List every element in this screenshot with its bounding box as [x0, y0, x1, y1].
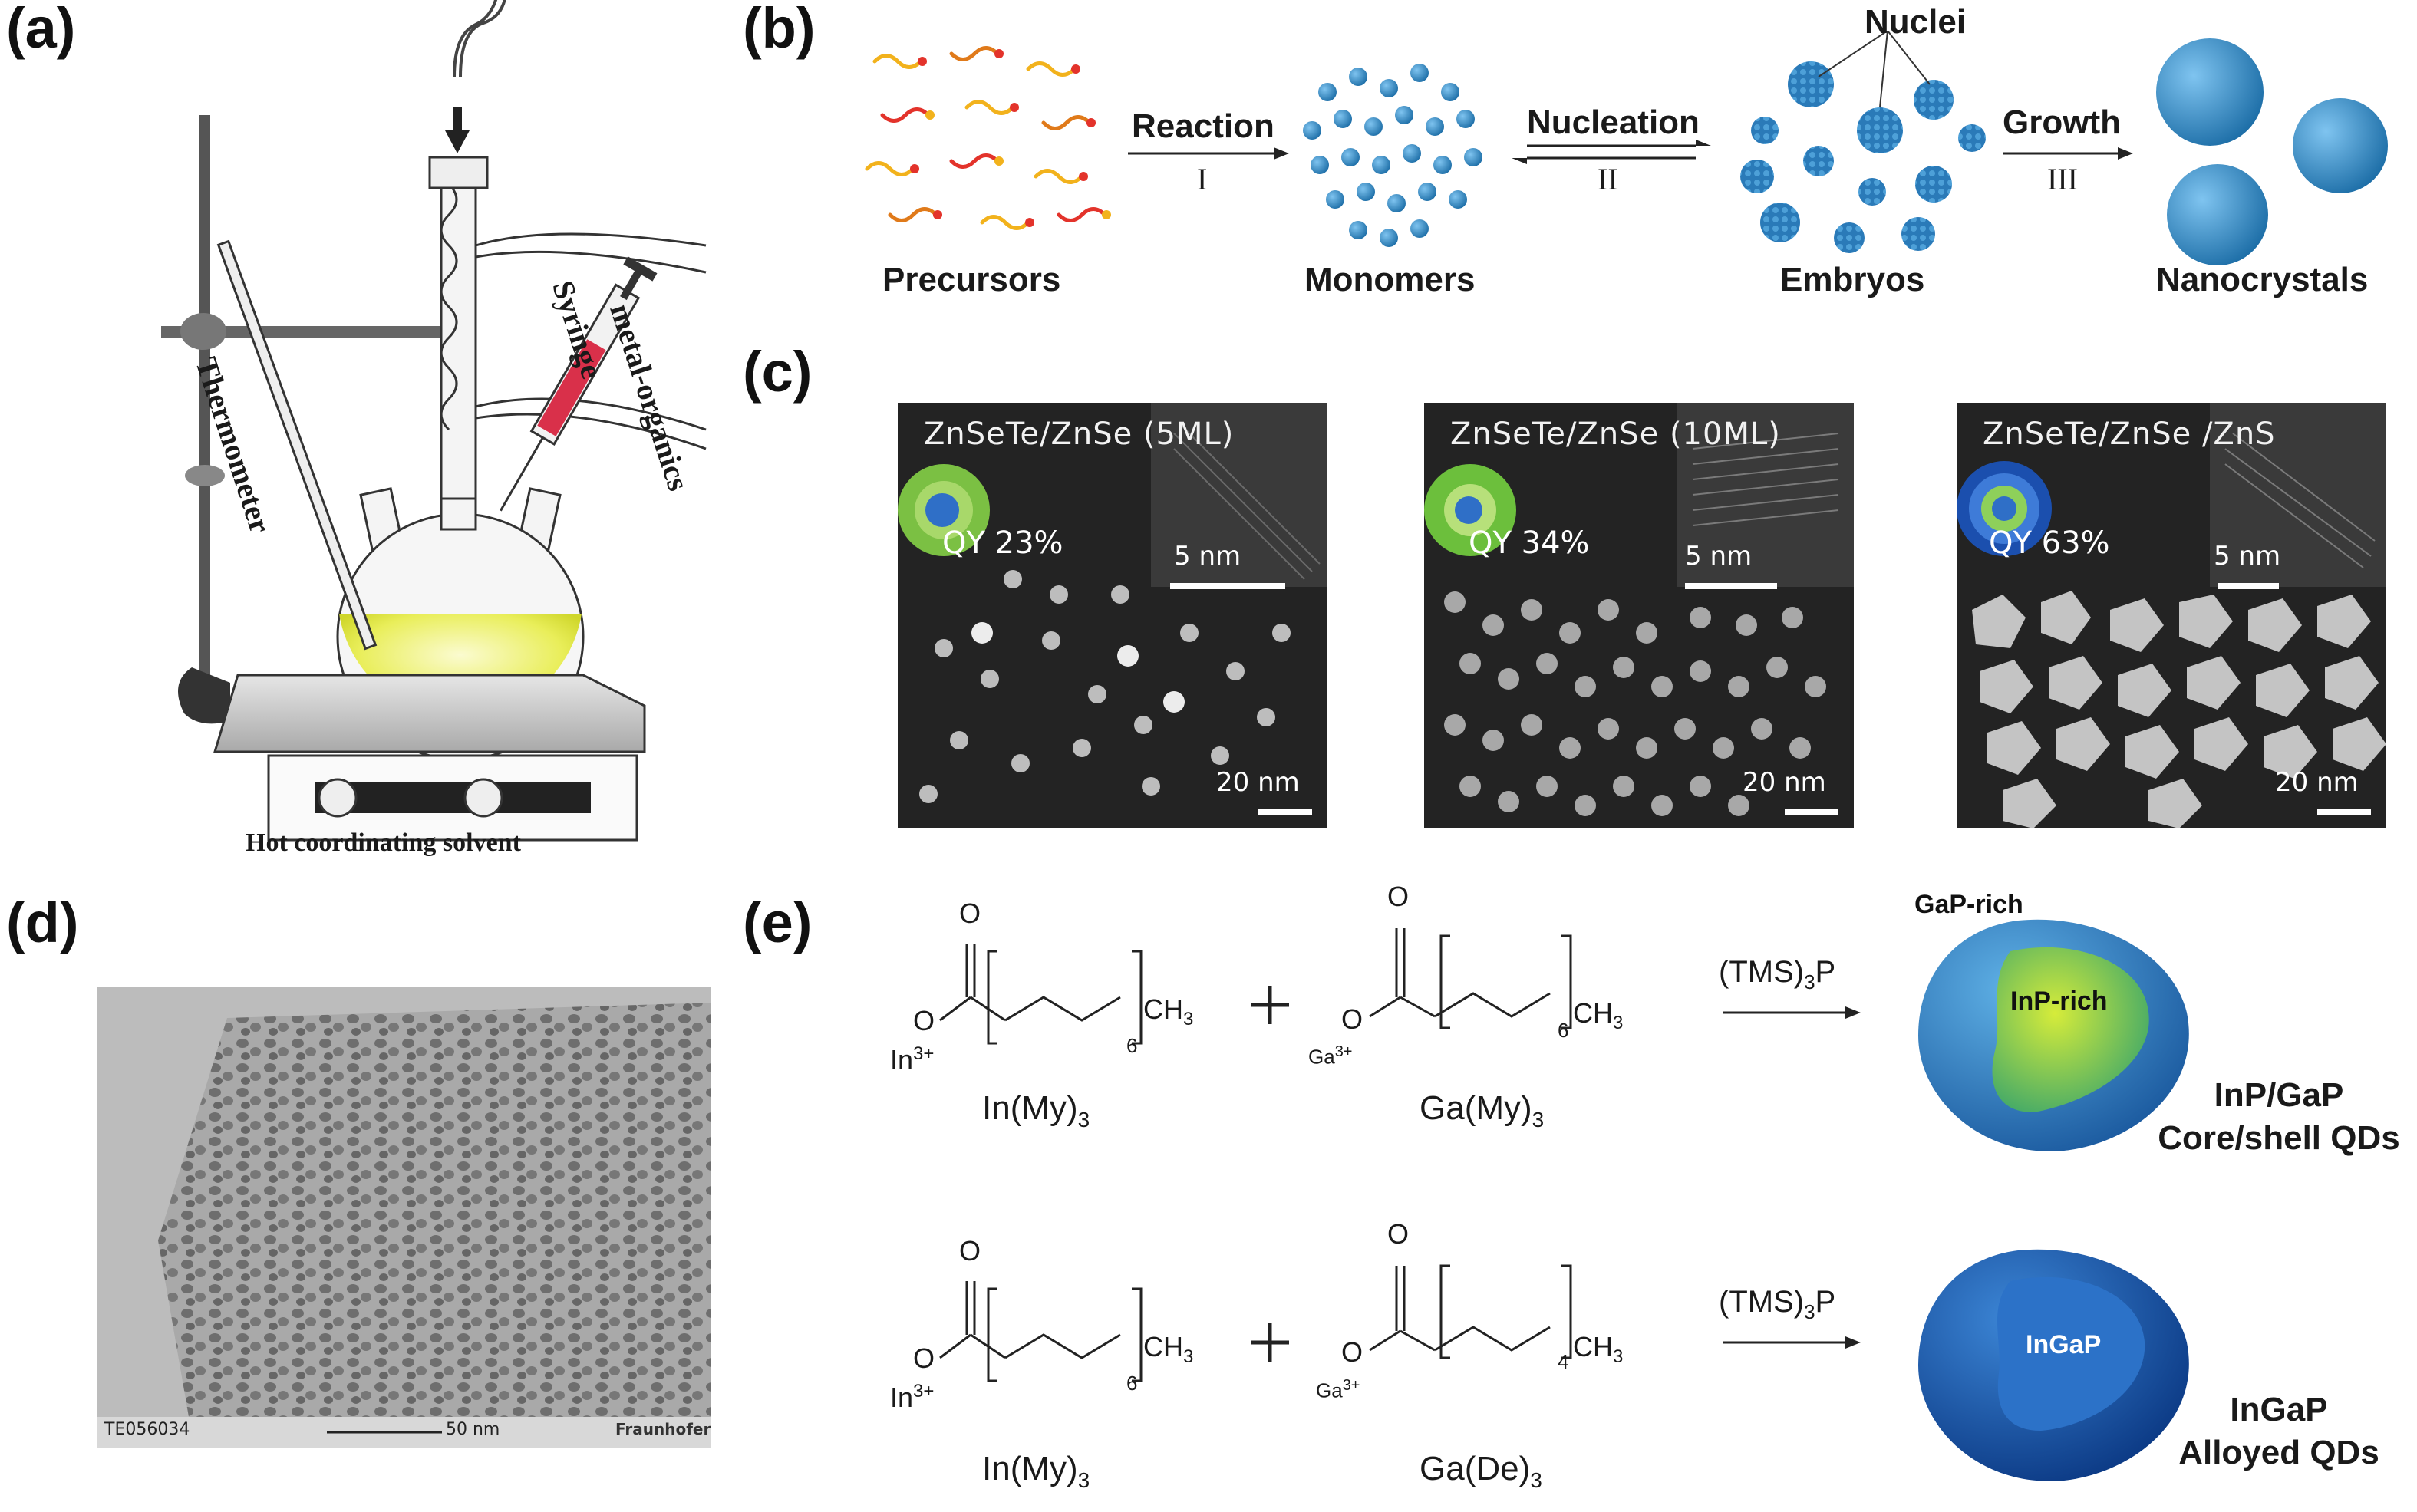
ion-ga-1: Ga3+ — [1308, 1043, 1353, 1069]
tem-image-zns: ZnSeTe/ZnSe /ZnS QY 63% 5 nm 20 nm — [1957, 403, 2386, 828]
reaction-label: Reaction — [1132, 107, 1274, 145]
repeat-sub-2: 6 — [1558, 1019, 1569, 1042]
tem-title-10ml: ZnSeTe/ZnSe (10ML) — [1450, 417, 1781, 452]
myristate-1 — [939, 944, 1143, 1045]
core-label: InP-rich — [2010, 987, 2108, 1016]
syringe — [500, 256, 658, 512]
step-III-label: III — [2047, 162, 2078, 196]
myristate-3 — [939, 1281, 1143, 1382]
oxygen-anion-1: O — [913, 1005, 935, 1036]
tem-id-label: TE056034 — [104, 1420, 190, 1439]
repeat-sub-1: 6 — [1126, 1034, 1138, 1057]
tem-image-d: TE056034 50 nm Fraunhofer — [97, 987, 711, 1448]
scheme-drawing — [865, 30, 2388, 265]
tem-particles-10ml — [1424, 403, 1854, 828]
flow-arrow — [445, 130, 470, 153]
hot-plate — [213, 674, 646, 753]
nucleation-scheme: Precursors Monomers Embryos Nanocrystals… — [859, 3, 2402, 315]
tem-image-10ml: ZnSeTe/ZnSe (10ML) QY 34% 5 nm 20 nm — [1424, 403, 1854, 828]
precursor-molecules — [865, 46, 1111, 230]
precursors-label: Precursors — [882, 261, 1061, 298]
tem-particles-d — [97, 987, 711, 1448]
stand-rod — [199, 115, 210, 698]
oxygen-anion-2: O — [1341, 1003, 1363, 1035]
methyl-4: CH3 — [1573, 1331, 1624, 1368]
condenser — [440, 156, 477, 519]
ion-ga-2: Ga3+ — [1316, 1377, 1360, 1402]
tem-particles-zns — [1957, 403, 2386, 828]
scale-large-10ml: 20 nm — [1743, 767, 1826, 798]
myristate-2 — [1369, 928, 1572, 1029]
scale-small-5ml: 5 nm — [1174, 541, 1241, 572]
thermometer — [216, 239, 378, 651]
monomers-label: Monomers — [1304, 261, 1476, 298]
panel-label-b: (b) — [743, 0, 816, 60]
decanoate — [1369, 1264, 1572, 1359]
tem-image-5ml: ZnSeTe/ZnSe (5ML) QY 23% 5 nm 20 nm — [898, 403, 1327, 828]
shell-label: GaP-rich — [1914, 890, 2023, 919]
embryo-clusters — [1740, 61, 1986, 253]
fraunhofer-logo: Fraunhofer — [615, 1420, 711, 1438]
qy-zns: QY 63% — [1989, 525, 2110, 561]
apparatus-diagram: Thermometer Syringe metal-organics Hot c… — [138, 0, 721, 867]
oxygen-4: O — [1387, 1218, 1410, 1250]
step-II-label: II — [1598, 162, 1618, 196]
methyl-2: CH3 — [1573, 997, 1624, 1034]
clamp-arm — [161, 326, 468, 338]
panel-label-a: (a) — [6, 0, 76, 60]
reagent-2: (TMS)3P — [1719, 1285, 1836, 1323]
tem-particles-5ml — [898, 403, 1327, 828]
name-in-my-1: In(My)3 — [982, 1089, 1090, 1132]
qy-5ml: QY 23% — [942, 525, 1063, 561]
scale-small-10ml: 5 nm — [1685, 541, 1753, 572]
step-I-label: I — [1197, 162, 1208, 196]
synthesis-scheme: O O CH3 6 In3+ In(My)3 O O CH3 6 Ga3+ Ga… — [882, 881, 2417, 1508]
tem-scale-d: 50 nm — [446, 1420, 500, 1439]
tem-title-zns: ZnSeTe/ZnSe /ZnS — [1983, 417, 2276, 452]
nanocrystals-label: Nanocrystals — [2156, 261, 2369, 298]
scale-small-zns: 5 nm — [2214, 541, 2281, 572]
stand-foot — [178, 667, 230, 724]
panel-label-d: (d) — [6, 891, 79, 954]
alloy-core-label: InGaP — [2026, 1330, 2102, 1359]
nucleation-label: Nucleation — [1527, 104, 1700, 141]
reagent-1: (TMS)3P — [1719, 955, 1836, 993]
embryos-label: Embryos — [1780, 261, 1925, 298]
ion-in-2: In3+ — [890, 1381, 935, 1413]
solvent-label: Hot coordinating solvent — [246, 828, 521, 857]
repeat-sub-3: 6 — [1126, 1372, 1138, 1395]
oxygen-anion-3: O — [913, 1342, 935, 1374]
scale-large-5ml: 20 nm — [1216, 767, 1300, 798]
growth-label: Growth — [2003, 104, 2121, 141]
scale-large-zns: 20 nm — [2275, 767, 2359, 798]
ion-in-1: In3+ — [890, 1043, 935, 1076]
qy-10ml: QY 34% — [1469, 525, 1590, 561]
name-ga-my: Ga(My)3 — [1420, 1089, 1545, 1132]
oxygen-anion-4: O — [1341, 1336, 1363, 1368]
name-ga-de: Ga(De)3 — [1420, 1450, 1542, 1492]
synthesis-drawing — [939, 919, 2189, 1481]
oxygen-1: O — [959, 898, 981, 929]
nanocrystal-spheres — [2156, 38, 2388, 265]
panel-label-e: (e) — [743, 891, 813, 954]
tem-title-5ml: ZnSeTe/ZnSe (5ML) — [924, 417, 1235, 452]
oxygen-3: O — [959, 1235, 981, 1267]
methyl-3: CH3 — [1143, 1331, 1194, 1368]
plus-signs — [1251, 986, 1289, 1362]
monomer-dots — [1303, 64, 1482, 247]
nuclei-label: Nuclei — [1865, 3, 1967, 41]
repeat-sub-4: 4 — [1558, 1350, 1569, 1373]
apparatus-drawing — [161, 0, 707, 842]
methyl-1: CH3 — [1143, 993, 1194, 1030]
gas-tube — [459, 0, 506, 77]
panel-label-c: (c) — [743, 340, 813, 404]
oxygen-2: O — [1387, 881, 1410, 912]
name-in-my-2: In(My)3 — [982, 1450, 1090, 1492]
